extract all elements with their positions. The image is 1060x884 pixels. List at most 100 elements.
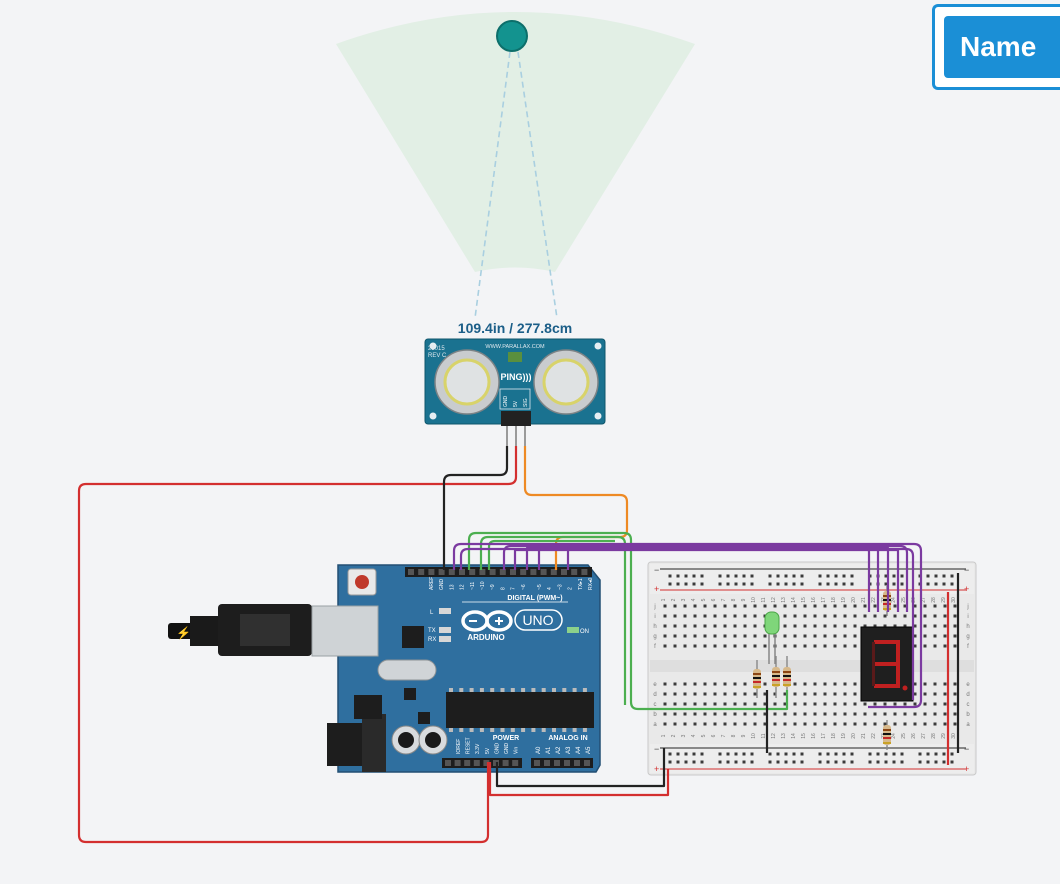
breadboard-hole[interactable]: [863, 712, 867, 716]
rail-hole[interactable]: [850, 752, 854, 756]
breadboard-hole[interactable]: [843, 634, 847, 638]
rail-hole[interactable]: [726, 752, 730, 756]
breadboard-hole[interactable]: [783, 712, 787, 716]
rail-hole[interactable]: [768, 574, 772, 578]
header-pin[interactable]: [479, 569, 486, 575]
header-pin[interactable]: [448, 569, 455, 575]
breadboard-hole[interactable]: [823, 722, 827, 726]
breadboard-hole[interactable]: [953, 644, 957, 648]
header-pin[interactable]: [428, 569, 435, 575]
rail-hole[interactable]: [684, 582, 688, 586]
breadboard-hole[interactable]: [863, 624, 867, 628]
breadboard-hole[interactable]: [723, 692, 727, 696]
breadboard-hole[interactable]: [733, 634, 737, 638]
rail-hole[interactable]: [742, 574, 746, 578]
breadboard-hole[interactable]: [763, 644, 767, 648]
rail-hole[interactable]: [750, 752, 754, 756]
breadboard-hole[interactable]: [683, 722, 687, 726]
breadboard-hole[interactable]: [673, 702, 677, 706]
breadboard-hole[interactable]: [783, 614, 787, 618]
breadboard-hole[interactable]: [703, 634, 707, 638]
rail-hole[interactable]: [700, 752, 704, 756]
breadboard-hole[interactable]: [783, 722, 787, 726]
rail-hole[interactable]: [750, 760, 754, 764]
rail-hole[interactable]: [784, 582, 788, 586]
breadboard-hole[interactable]: [933, 712, 937, 716]
rail-hole[interactable]: [850, 574, 854, 578]
breadboard-hole[interactable]: [693, 692, 697, 696]
breadboard-hole[interactable]: [893, 712, 897, 716]
rail-hole[interactable]: [776, 574, 780, 578]
breadboard-hole[interactable]: [933, 722, 937, 726]
breadboard-hole[interactable]: [703, 682, 707, 686]
breadboard-hole[interactable]: [873, 614, 877, 618]
rail-hole[interactable]: [950, 752, 954, 756]
breadboard-hole[interactable]: [703, 702, 707, 706]
breadboard-hole[interactable]: [913, 644, 917, 648]
breadboard-hole[interactable]: [933, 624, 937, 628]
breadboard-hole[interactable]: [703, 722, 707, 726]
breadboard-hole[interactable]: [803, 702, 807, 706]
breadboard-hole[interactable]: [793, 722, 797, 726]
breadboard-hole[interactable]: [673, 614, 677, 618]
breadboard-hole[interactable]: [913, 624, 917, 628]
breadboard-hole[interactable]: [763, 682, 767, 686]
breadboard-hole[interactable]: [753, 614, 757, 618]
header-pin[interactable]: [438, 569, 445, 575]
breadboard-hole[interactable]: [853, 712, 857, 716]
breadboard-hole[interactable]: [933, 644, 937, 648]
rail-hole[interactable]: [692, 582, 696, 586]
breadboard-hole[interactable]: [863, 614, 867, 618]
rail-hole[interactable]: [950, 760, 954, 764]
rail-hole[interactable]: [818, 752, 822, 756]
rail-hole[interactable]: [934, 752, 938, 756]
rail-hole[interactable]: [700, 582, 704, 586]
rail-hole[interactable]: [926, 752, 930, 756]
breadboard-hole[interactable]: [833, 682, 837, 686]
breadboard-hole[interactable]: [813, 604, 817, 608]
rail-hole[interactable]: [826, 752, 830, 756]
breadboard-hole[interactable]: [873, 722, 877, 726]
rail-hole[interactable]: [868, 760, 872, 764]
rail-hole[interactable]: [884, 752, 888, 756]
rail-hole[interactable]: [668, 760, 672, 764]
rail-hole[interactable]: [850, 760, 854, 764]
breadboard-hole[interactable]: [663, 614, 667, 618]
rail-hole[interactable]: [884, 574, 888, 578]
rail-hole[interactable]: [818, 582, 822, 586]
breadboard-hole[interactable]: [713, 634, 717, 638]
arduino-uno-board[interactable]: ⚡ L TX RX ON ARDUINO: [168, 564, 601, 773]
rail-hole[interactable]: [800, 582, 804, 586]
breadboard-hole[interactable]: [793, 614, 797, 618]
rail-hole[interactable]: [784, 752, 788, 756]
breadboard-hole[interactable]: [733, 722, 737, 726]
breadboard-hole[interactable]: [793, 692, 797, 696]
breadboard-hole[interactable]: [733, 702, 737, 706]
breadboard-hole[interactable]: [953, 682, 957, 686]
header-pin[interactable]: [454, 760, 461, 766]
breadboard-hole[interactable]: [913, 722, 917, 726]
rail-hole[interactable]: [784, 760, 788, 764]
breadboard-hole[interactable]: [823, 702, 827, 706]
breadboard-hole[interactable]: [823, 604, 827, 608]
breadboard-hole[interactable]: [943, 702, 947, 706]
breadboard-hole[interactable]: [663, 624, 667, 628]
breadboard-hole[interactable]: [863, 722, 867, 726]
breadboard-hole[interactable]: [923, 604, 927, 608]
rail-hole[interactable]: [668, 574, 672, 578]
breadboard-hole[interactable]: [713, 624, 717, 628]
breadboard-hole[interactable]: [913, 692, 917, 696]
breadboard-hole[interactable]: [703, 692, 707, 696]
header-pin[interactable]: [534, 760, 540, 766]
breadboard-hole[interactable]: [863, 604, 867, 608]
rail-hole[interactable]: [950, 574, 954, 578]
wire-green-2[interactable]: [479, 535, 627, 705]
breadboard-hole[interactable]: [793, 702, 797, 706]
rail-hole[interactable]: [868, 752, 872, 756]
rail-hole[interactable]: [742, 752, 746, 756]
breadboard-hole[interactable]: [833, 722, 837, 726]
wire-purple-7[interactable]: [566, 543, 871, 612]
rail-hole[interactable]: [934, 582, 938, 586]
breadboard-hole[interactable]: [803, 624, 807, 628]
rail-hole[interactable]: [726, 574, 730, 578]
